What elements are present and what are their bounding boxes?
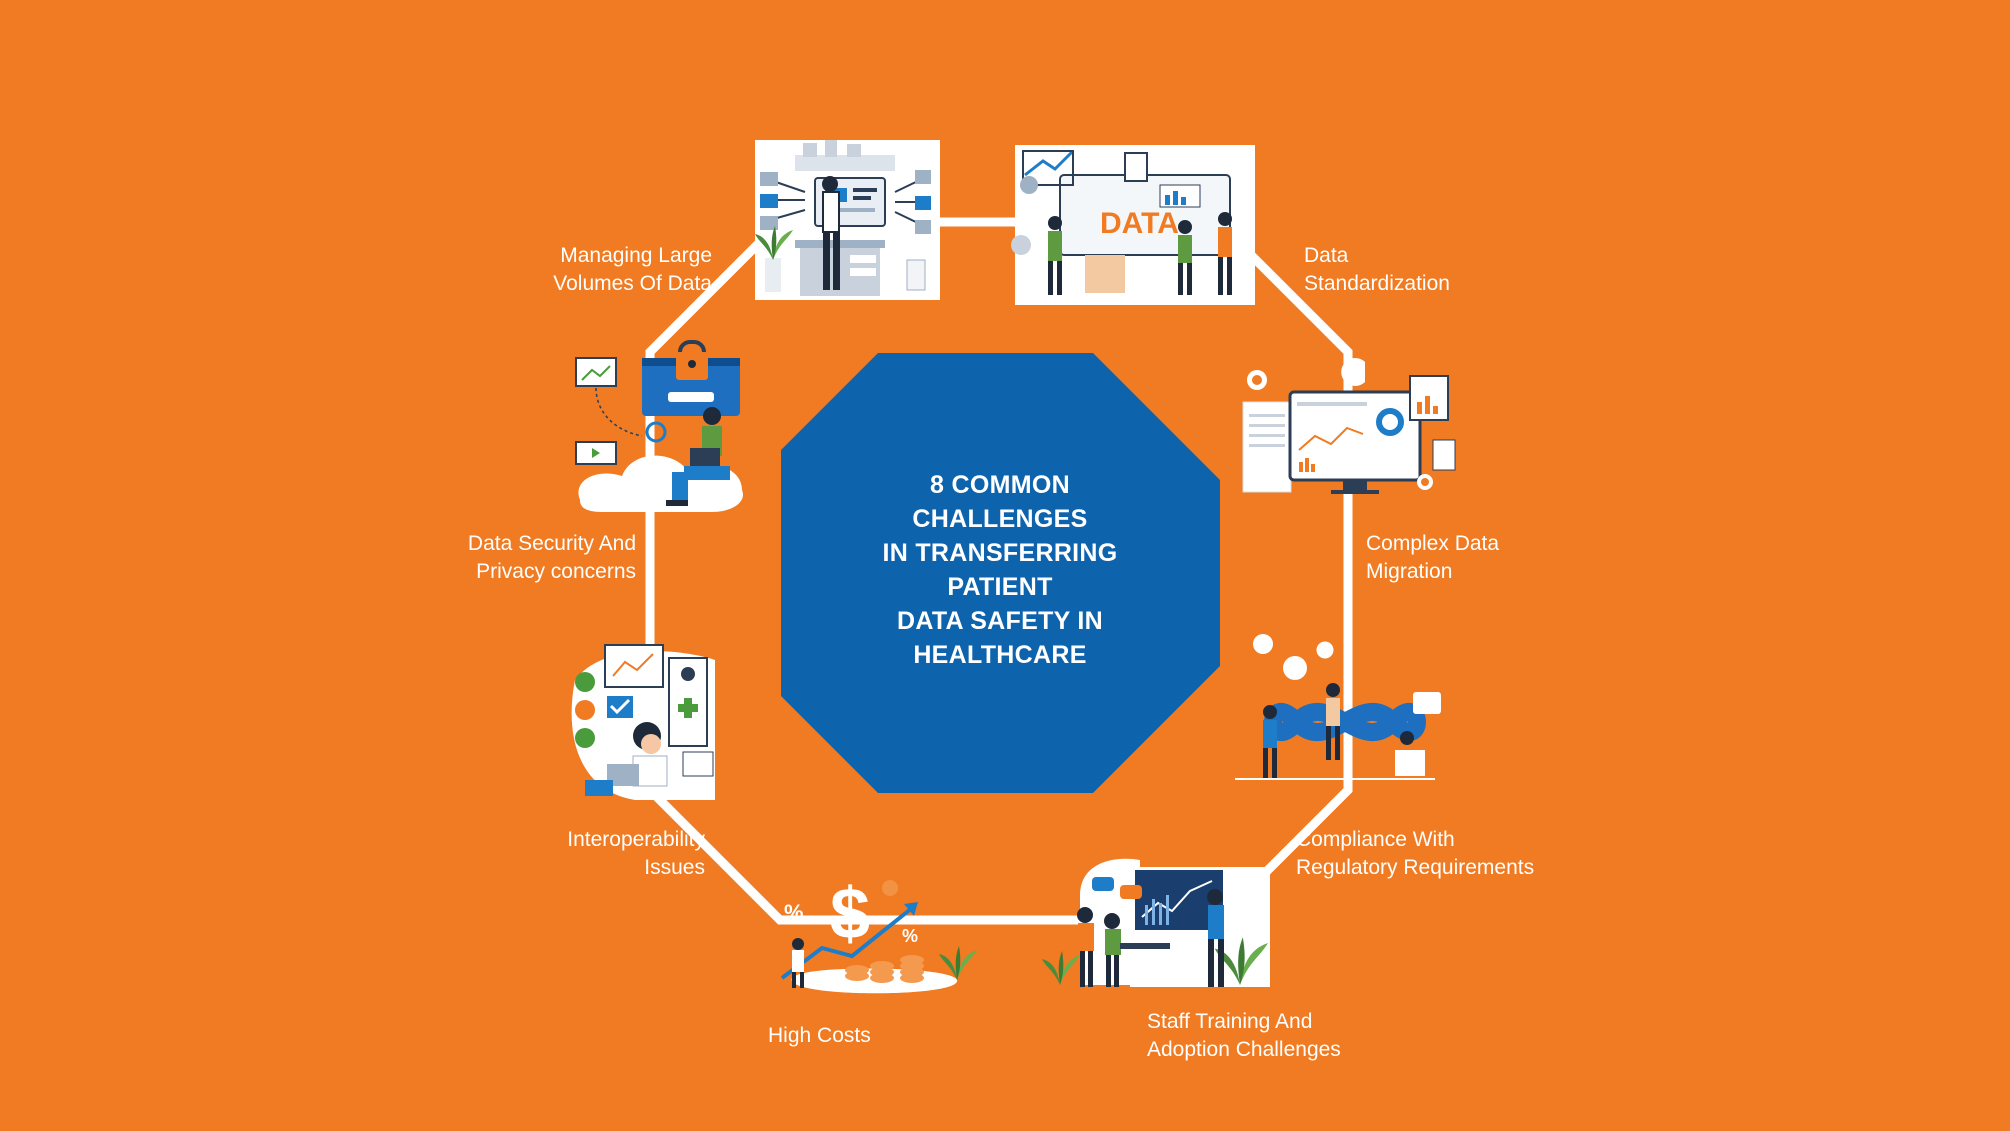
label-line: Migration <box>1366 560 1453 583</box>
center-octagon <box>781 353 1220 793</box>
center-title-line: PATIENT <box>947 573 1053 601</box>
label-compliance-regulatory: Compliance With Regulatory Requirements <box>1296 826 1534 882</box>
center-title-line: 8 COMMON <box>930 471 1070 499</box>
svg-text:$: $ <box>830 874 870 954</box>
label-complex-data-migration: Complex Data Migration <box>1366 530 1499 586</box>
infinity-loop-team-illustration <box>1235 634 1441 780</box>
svg-text:%: % <box>784 900 804 925</box>
label-high-costs: High Costs <box>768 1022 871 1050</box>
label-line: Issues <box>644 856 705 879</box>
center-title: 8 COMMON CHALLENGES IN TRANSFERRING PATI… <box>830 468 1170 672</box>
label-line: Data Security And <box>467 532 636 555</box>
team-data-board-illustration: DATA <box>1011 145 1255 305</box>
training-presentation-illustration <box>1042 858 1270 987</box>
padlock-laptop-cloud-illustration <box>575 340 743 512</box>
center-title-line: IN TRANSFERRING <box>882 539 1118 567</box>
label-line: Data <box>1304 244 1349 267</box>
svg-text:DATA: DATA <box>1100 207 1179 240</box>
label-line: Compliance With <box>1296 828 1455 851</box>
label-line: Complex Data <box>1366 532 1500 555</box>
label-managing-large-volumes: Managing Large Volumes Of Data <box>553 242 712 298</box>
svg-text:%: % <box>902 926 918 946</box>
label-line: Volumes Of Data <box>553 272 712 295</box>
label-line: Standardization <box>1304 272 1450 295</box>
label-line: Interoperability <box>567 828 705 851</box>
label-line: Adoption Challenges <box>1147 1038 1341 1061</box>
dollar-coins-growth-illustration: $ % % <box>780 874 977 994</box>
monitor-charts-illustration <box>1242 358 1456 494</box>
center-title-line: DATA SAFETY IN <box>896 607 1104 635</box>
center-title-line: HEALTHCARE <box>913 641 1087 669</box>
label-data-standardization: Data Standardization <box>1304 242 1450 298</box>
healthcare-apps-person-illustration <box>571 644 715 800</box>
label-interoperability: Interoperability Issues <box>567 826 705 882</box>
label-line: Regulatory Requirements <box>1296 856 1535 879</box>
label-line: Staff Training And <box>1147 1010 1313 1033</box>
label-data-security-privacy: Data Security And Privacy concerns <box>468 530 636 586</box>
center-title-line: CHALLENGES <box>912 505 1088 533</box>
label-staff-training: Staff Training And Adoption Challenges <box>1147 1008 1341 1064</box>
office-worker-data-dashboard-illustration <box>755 140 940 300</box>
label-line: Privacy concerns <box>476 560 636 583</box>
label-line: High Costs <box>768 1024 871 1047</box>
label-line: Managing Large <box>560 244 712 267</box>
